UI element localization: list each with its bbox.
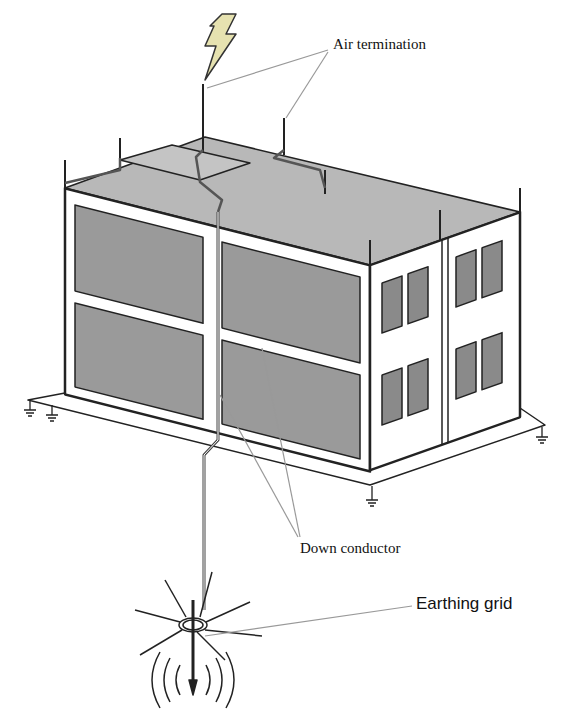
lightning-bolt (205, 14, 236, 80)
side-wall (370, 212, 520, 470)
ground-symbols (24, 400, 548, 506)
part-label: Air termination (333, 36, 426, 53)
earth-electrode (135, 572, 262, 708)
part-label: Earthing grid (416, 594, 512, 614)
part-label: Down conductor (300, 540, 400, 557)
down-conductor (204, 212, 218, 610)
roof-block (120, 145, 250, 180)
air-termination-rods (65, 84, 520, 265)
leader-lines (205, 50, 412, 636)
roof-conductors (65, 150, 325, 212)
